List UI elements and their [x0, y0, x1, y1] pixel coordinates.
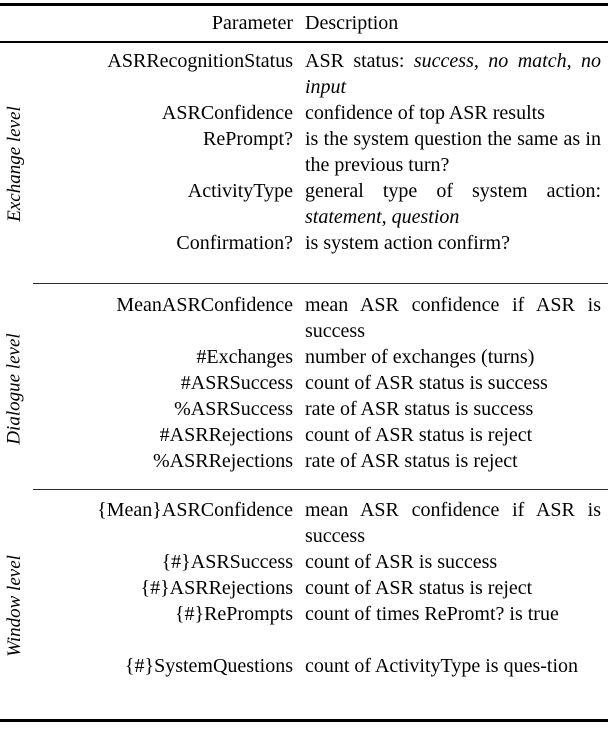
- section-exchange-level: ASRRecognitionStatus ASR status: success,…: [0, 48, 608, 280]
- parameter-cell: {#}ASRRejections: [140, 577, 293, 599]
- table-row: {#}RePrompts count of times RePromt? is t…: [0, 601, 608, 653]
- description-text: count of ASR status is reject: [305, 424, 533, 446]
- table-row: Confirmation? is system action confirm?: [0, 230, 608, 256]
- parameter-cell: RePrompt?: [203, 128, 293, 150]
- description-text: rate of ASR status is reject: [305, 450, 518, 472]
- description-cell: count of times RePromt? is true: [305, 601, 601, 627]
- table-bottom-rule: [0, 719, 608, 722]
- column-header-description: Description: [305, 12, 399, 34]
- parameter-cell: #Exchanges: [196, 346, 293, 368]
- section-rule-2: [33, 489, 608, 490]
- description-text: count of ASR status is success: [305, 372, 548, 394]
- section-dialogue-level: MeanASRConfidence mean ASR confidence if …: [0, 292, 608, 486]
- parameter-cell: %ASRSuccess: [174, 398, 293, 420]
- table-row: #ASRSuccess count of ASR status is succes…: [0, 370, 608, 396]
- description-cell: is the system question the same as in th…: [305, 126, 601, 178]
- description-emphasis-values: statement, question: [305, 206, 460, 228]
- description-cell: mean ASR confidence if ASR is success: [305, 497, 601, 549]
- parameter-cell: ActivityType: [187, 180, 293, 202]
- parameter-cell: {#}RePrompts: [174, 603, 293, 625]
- parameter-cell: #ASRRejections: [159, 424, 293, 446]
- description-cell: general type of system action: statement…: [305, 178, 601, 230]
- description-text: confidence of top ASR results: [305, 102, 545, 124]
- table-top-rule: [0, 3, 608, 6]
- parameter-cell: ASRConfidence: [161, 102, 293, 124]
- parameter-cell: MeanASRConfidence: [116, 294, 293, 316]
- parameter-cell: #ASRSuccess: [180, 372, 293, 394]
- parameter-cell: ASRRecognitionStatus: [107, 50, 293, 72]
- description-cell: count of ASR status is reject: [305, 422, 601, 448]
- parameter-cell: {Mean}ASRConfidence: [97, 499, 293, 521]
- description-cell: number of exchanges (turns): [305, 344, 601, 370]
- table-row: {#}ASRRejections count of ASR status is r…: [0, 575, 608, 601]
- description-text: is the system question the same as in th…: [305, 128, 601, 176]
- column-header-parameter: Parameter: [211, 12, 293, 34]
- table-header-row: Parameter Description: [0, 10, 608, 40]
- description-cell: mean ASR confidence if ASR is success: [305, 292, 601, 344]
- table-row: ASRConfidence confidence of top ASR resul…: [0, 100, 608, 126]
- description-cell: count of ASR status is success: [305, 370, 601, 396]
- table-row: #ASRRejections count of ASR status is rej…: [0, 422, 608, 448]
- description-cell: confidence of top ASR results: [305, 100, 601, 126]
- description-cell: rate of ASR status is success: [305, 396, 601, 422]
- table-row: RePrompt? is the system question the same…: [0, 126, 608, 178]
- table-row: {#}SystemQuestions count of ActivityType …: [0, 653, 608, 705]
- table-row: {#}ASRSuccess count of ASR is success: [0, 549, 608, 575]
- description-cell: rate of ASR status is reject: [305, 448, 601, 474]
- description-emphasis-values: success, no match, no input: [305, 50, 601, 98]
- description-text: mean ASR confidence if ASR is success: [305, 499, 601, 547]
- header-separator-rule: [0, 41, 608, 43]
- description-text: mean ASR confidence if ASR is success: [305, 294, 601, 342]
- description-cell: count of ActivityType is ques-tion: [305, 653, 601, 679]
- parameter-cell: %ASRRejections: [153, 450, 293, 472]
- parameter-cell: Confirmation?: [176, 232, 293, 254]
- description-text: is system action confirm?: [305, 232, 510, 254]
- table-row: %ASRRejections rate of ASR status is reje…: [0, 448, 608, 474]
- description-text: count of ASR status is reject: [305, 577, 533, 599]
- section-rule-1: [33, 283, 608, 284]
- table-row: MeanASRConfidence mean ASR confidence if …: [0, 292, 608, 344]
- table-row: {Mean}ASRConfidence mean ASR confidence i…: [0, 497, 608, 549]
- description-text: count of times RePromt? is true: [305, 603, 559, 625]
- description-text: general type of system action:: [305, 180, 601, 202]
- description-text: ASR status:: [305, 50, 414, 72]
- description-cell: ASR status: success, no match, no input: [305, 48, 601, 100]
- table-row: ActivityType general type of system actio…: [0, 178, 608, 230]
- description-text: count of ASR is success: [305, 551, 498, 573]
- description-cell: count of ASR is success: [305, 549, 601, 575]
- table-row: #Exchanges number of exchanges (turns): [0, 344, 608, 370]
- description-text: count of ActivityType is ques-tion: [305, 655, 579, 677]
- description-text: rate of ASR status is success: [305, 398, 534, 420]
- table-row: %ASRSuccess rate of ASR status is success: [0, 396, 608, 422]
- section-window-level: {Mean}ASRConfidence mean ASR confidence i…: [0, 497, 608, 715]
- parameter-cell: {#}SystemQuestions: [124, 655, 293, 677]
- description-cell: count of ASR status is reject: [305, 575, 601, 601]
- description-cell: is system action confirm?: [305, 230, 601, 256]
- table-row: ASRRecognitionStatus ASR status: success,…: [0, 48, 608, 100]
- description-text: number of exchanges (turns): [305, 346, 535, 368]
- parameter-cell: {#}ASRSuccess: [161, 551, 293, 573]
